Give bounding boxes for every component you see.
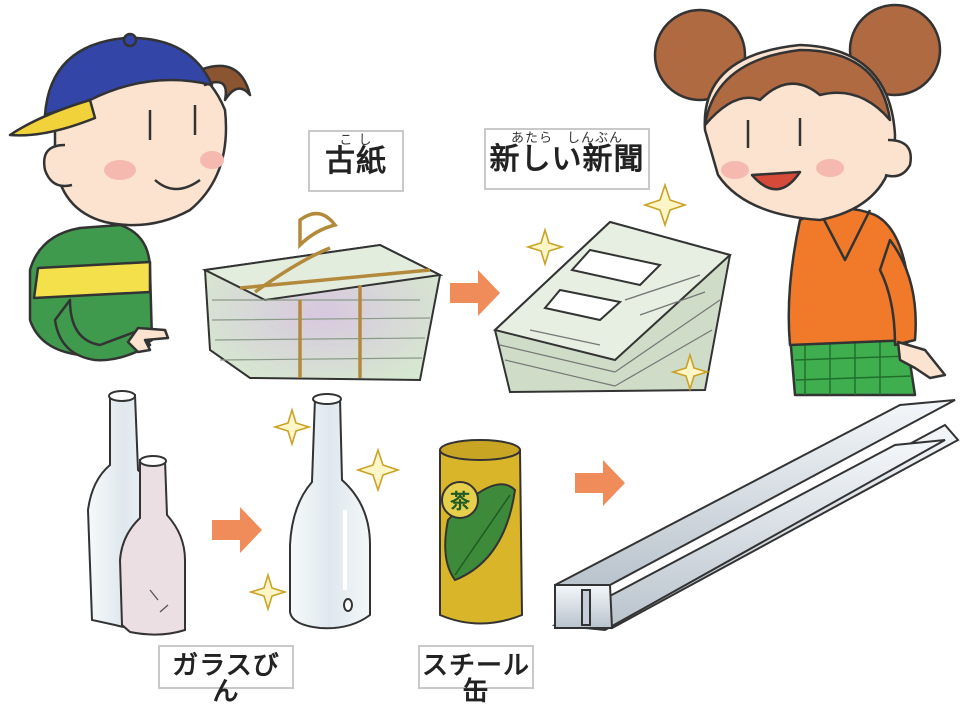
- steel-can: [439, 439, 524, 625]
- sparkle-icon: [355, 447, 401, 493]
- arrow-paper: [450, 270, 500, 316]
- label-new-newspaper: あたら しんぶん 新しい新聞: [484, 128, 650, 190]
- label-new-newspaper-text: 新しい新聞: [489, 142, 645, 177]
- sparkles: [248, 182, 710, 612]
- sparkle-icon: [248, 572, 288, 612]
- label-used-paper-ruby: こ し: [339, 133, 373, 148]
- label-glass-bottle: ガラスびん: [158, 645, 294, 705]
- arrow-steel: [575, 460, 625, 506]
- arrow-glass: [212, 507, 262, 553]
- boy-character: [8, 32, 252, 362]
- label-used-paper: こ し 古紙: [308, 130, 404, 192]
- sparkle-icon: [670, 352, 710, 392]
- label-used-paper-text: 古紙: [325, 144, 387, 179]
- label-glass-bottle-text: ガラスびん: [172, 651, 280, 707]
- used-paper-bundle: [201, 211, 444, 382]
- sparkle-icon: [272, 407, 312, 447]
- sparkle-icon: [642, 182, 688, 228]
- label-steel-can: スチール缶: [418, 645, 534, 705]
- new-newspaper-stack: [492, 220, 733, 394]
- girl-character: [653, 3, 947, 397]
- label-steel-can-text: スチール缶: [421, 651, 530, 707]
- new-glass-bottle: [289, 393, 371, 630]
- can-label-tea: 茶: [450, 489, 471, 513]
- used-glass-bottles: [86, 390, 186, 636]
- steel-h-beam: [551, 399, 960, 632]
- label-new-newspaper-ruby: あたら しんぶん: [510, 131, 623, 146]
- sparkle-icon: [525, 227, 565, 267]
